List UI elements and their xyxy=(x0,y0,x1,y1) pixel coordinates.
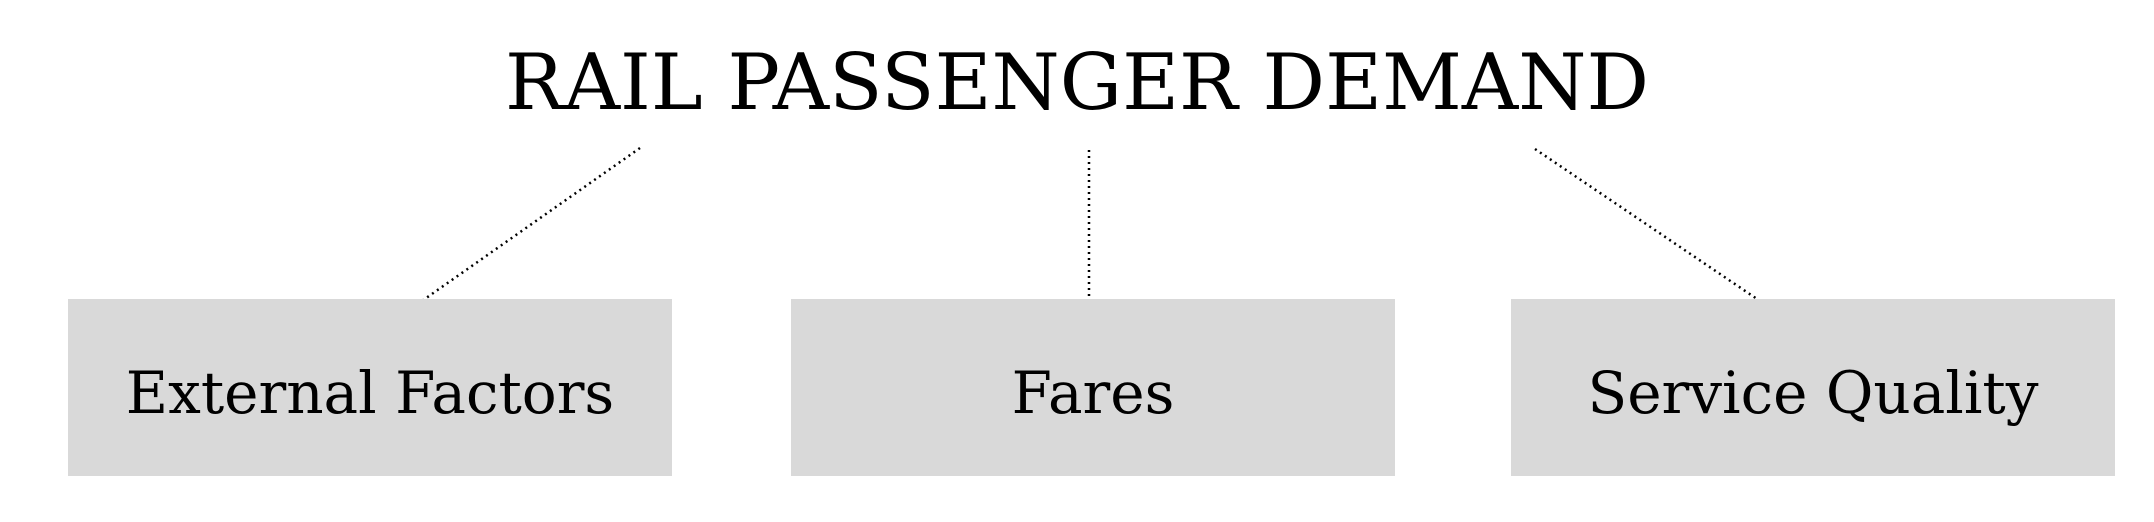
node-service-quality: Service Quality xyxy=(1511,299,2115,476)
node-label-service-quality: Service Quality xyxy=(1587,358,2039,427)
node-label-fares: Fares xyxy=(1011,358,1175,427)
diagram-title: RAIL PASSENGER DEMAND xyxy=(504,38,1650,128)
node-fares: Fares xyxy=(791,299,1395,476)
node-label-external-factors: External Factors xyxy=(125,358,615,427)
node-external-factors: External Factors xyxy=(68,299,672,476)
